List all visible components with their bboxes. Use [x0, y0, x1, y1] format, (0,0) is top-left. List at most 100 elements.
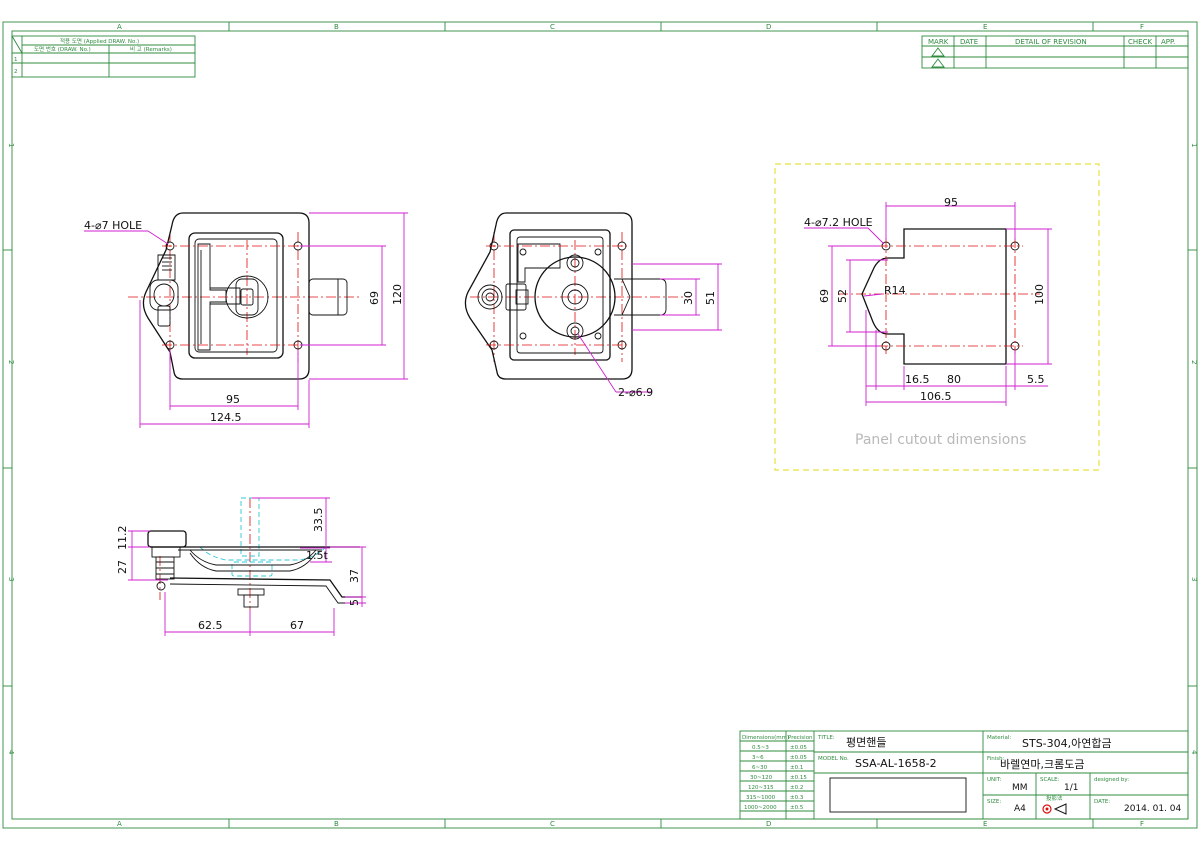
date-label: DATE:	[1094, 799, 1110, 805]
col-letter: E	[983, 820, 987, 828]
row-number: 2	[7, 360, 15, 364]
col-letter: F	[1140, 23, 1144, 31]
precision-value: ±0.3	[790, 795, 804, 801]
revision-triangle-icon	[931, 58, 945, 68]
applied-table-header: 적용 도면 (Applied DRAW. No.)	[60, 37, 139, 45]
precision-value: ±0.2	[790, 785, 803, 791]
row-number: 4	[7, 750, 15, 755]
col-letter: B	[334, 23, 339, 31]
row-number: 2	[1190, 360, 1198, 364]
finish-value: 바렐연마,크롬도금	[1000, 758, 1084, 771]
cutout-dim-52: 52	[836, 289, 849, 303]
sheet-frame	[2, 21, 1198, 829]
projection-symbol-icon	[1042, 803, 1067, 815]
front-dim-124-5: 124.5	[210, 411, 242, 424]
col-letter: F	[1140, 820, 1144, 828]
scale-label: SCALE:	[1040, 777, 1060, 783]
material-label: Material:	[987, 735, 1011, 741]
row-number: 3	[7, 577, 15, 581]
precision-value: ±0.05	[790, 745, 807, 751]
col-letter: D	[766, 820, 771, 828]
scale-value: 1/1	[1064, 783, 1078, 793]
precision-header-dim: Dimensions(mm)	[742, 735, 789, 741]
precision-range: 3~6	[752, 755, 764, 761]
applied-drawings-table: 적용 도면 (Applied DRAW. No.) 도면 번호 (DRAW. N…	[11, 35, 196, 78]
applied-table-row-num: 2	[14, 69, 18, 75]
row-number: 1	[1190, 143, 1198, 147]
front-view: 4-⌀7 HOLE 95 124.5 69 120	[84, 212, 408, 428]
row-number: 3	[1190, 577, 1198, 581]
cutout-view: 95 69 52 R14 100 16.5 80 5.5 106.5 4-⌀7.…	[774, 163, 1100, 471]
precision-range: 1000~2000	[744, 805, 777, 811]
side-dim-11-2: 11.2	[116, 526, 129, 551]
side-view: 11.2 27 33.5 1.5t 37 5 62.5 67	[116, 497, 366, 636]
side-dim-67: 67	[290, 619, 304, 632]
front-hole-label: 4-⌀7 HOLE	[84, 219, 142, 232]
model-label: MODEL No.	[818, 756, 849, 762]
drawing-title: 평면핸들	[846, 736, 886, 749]
cutout-dim-16-5: 16.5	[905, 373, 930, 386]
precision-value: ±0.05	[790, 755, 807, 761]
cutout-dim-69: 69	[818, 289, 831, 303]
applied-table-row-num: 1	[14, 57, 18, 63]
applied-table-col-remarks: 비 고 (Remarks)	[130, 45, 172, 53]
revision-col-detail: DETAIL OF REVISION	[1015, 38, 1087, 46]
revision-col-check: CHECK	[1128, 38, 1152, 46]
precision-range: 6~30	[752, 765, 768, 771]
designed-by-label: designed by:	[1094, 777, 1129, 783]
side-dim-37: 37	[348, 569, 361, 583]
column-letters-top: A B C D E F	[117, 23, 1144, 31]
precision-range: 30~120	[750, 775, 773, 781]
row-number: 4	[1190, 750, 1198, 755]
cutout-dim-106-5: 106.5	[920, 390, 952, 403]
material-value: STS-304,아연합금	[1022, 737, 1112, 750]
col-letter: A	[117, 23, 122, 31]
revision-table: MARK DATE DETAIL OF REVISION CHECK APP.	[921, 35, 1189, 69]
cutout-dim-5-5: 5.5	[1027, 373, 1045, 386]
date-value: 2014. 01. 04	[1124, 804, 1182, 814]
cutout-caption: Panel cutout dimensions	[855, 432, 1026, 448]
side-dim-27: 27	[116, 560, 129, 574]
col-letter: A	[117, 820, 122, 828]
front-dim-95: 95	[226, 393, 240, 406]
precision-range: 120~315	[748, 785, 774, 791]
revision-triangle-icon	[931, 47, 945, 57]
col-letter: E	[983, 23, 987, 31]
unit-label: UNIT:	[987, 777, 1002, 783]
precision-range: 315~1000	[746, 795, 776, 801]
side-dim-1-5t: 1.5t	[306, 549, 328, 562]
cutout-dim-95: 95	[944, 196, 958, 209]
projection-label: 投影法	[1046, 794, 1063, 802]
size-label: SIZE:	[987, 799, 1001, 805]
col-letter: C	[550, 820, 555, 828]
cutout-dim-r14: R14	[884, 284, 906, 297]
col-letter: C	[550, 23, 555, 31]
cutout-dim-80: 80	[947, 373, 961, 386]
title-label: TITLE:	[817, 735, 835, 741]
back-view: 30 51 2-⌀6.9	[464, 212, 722, 399]
column-letters-bottom: A B C D E F	[117, 820, 1144, 828]
back-hole-label: 2-⌀6.9	[618, 386, 653, 399]
cutout-frame	[774, 163, 1100, 471]
row-numbers: 1 2 3 4 1 2 3 4	[7, 143, 1198, 755]
unit-value: MM	[1012, 783, 1028, 793]
precision-header-prec: Precision	[788, 735, 813, 741]
front-dim-69: 69	[368, 291, 381, 305]
cutout-dim-100: 100	[1033, 284, 1046, 305]
finish-label: Finish:	[987, 756, 1005, 762]
revision-col-app: APP.	[1161, 38, 1175, 46]
precision-range: 0.5~3	[752, 745, 769, 751]
cutout-hole-label: 4-⌀7.2 HOLE	[804, 216, 873, 229]
revision-col-mark: MARK	[928, 38, 949, 46]
precision-value: ±0.1	[790, 765, 803, 771]
col-letter: B	[334, 820, 339, 828]
precision-value: ±0.5	[790, 805, 804, 811]
col-letter: D	[766, 23, 771, 31]
applied-table-col-drawno: 도면 번호 (DRAW. No.)	[34, 45, 91, 53]
back-dim-30: 30	[682, 291, 695, 305]
model-number: SSA-AL-1658-2	[855, 757, 937, 770]
precision-value: ±0.15	[790, 775, 807, 781]
side-dim-62-5: 62.5	[198, 619, 223, 632]
size-value: A4	[1014, 804, 1026, 814]
